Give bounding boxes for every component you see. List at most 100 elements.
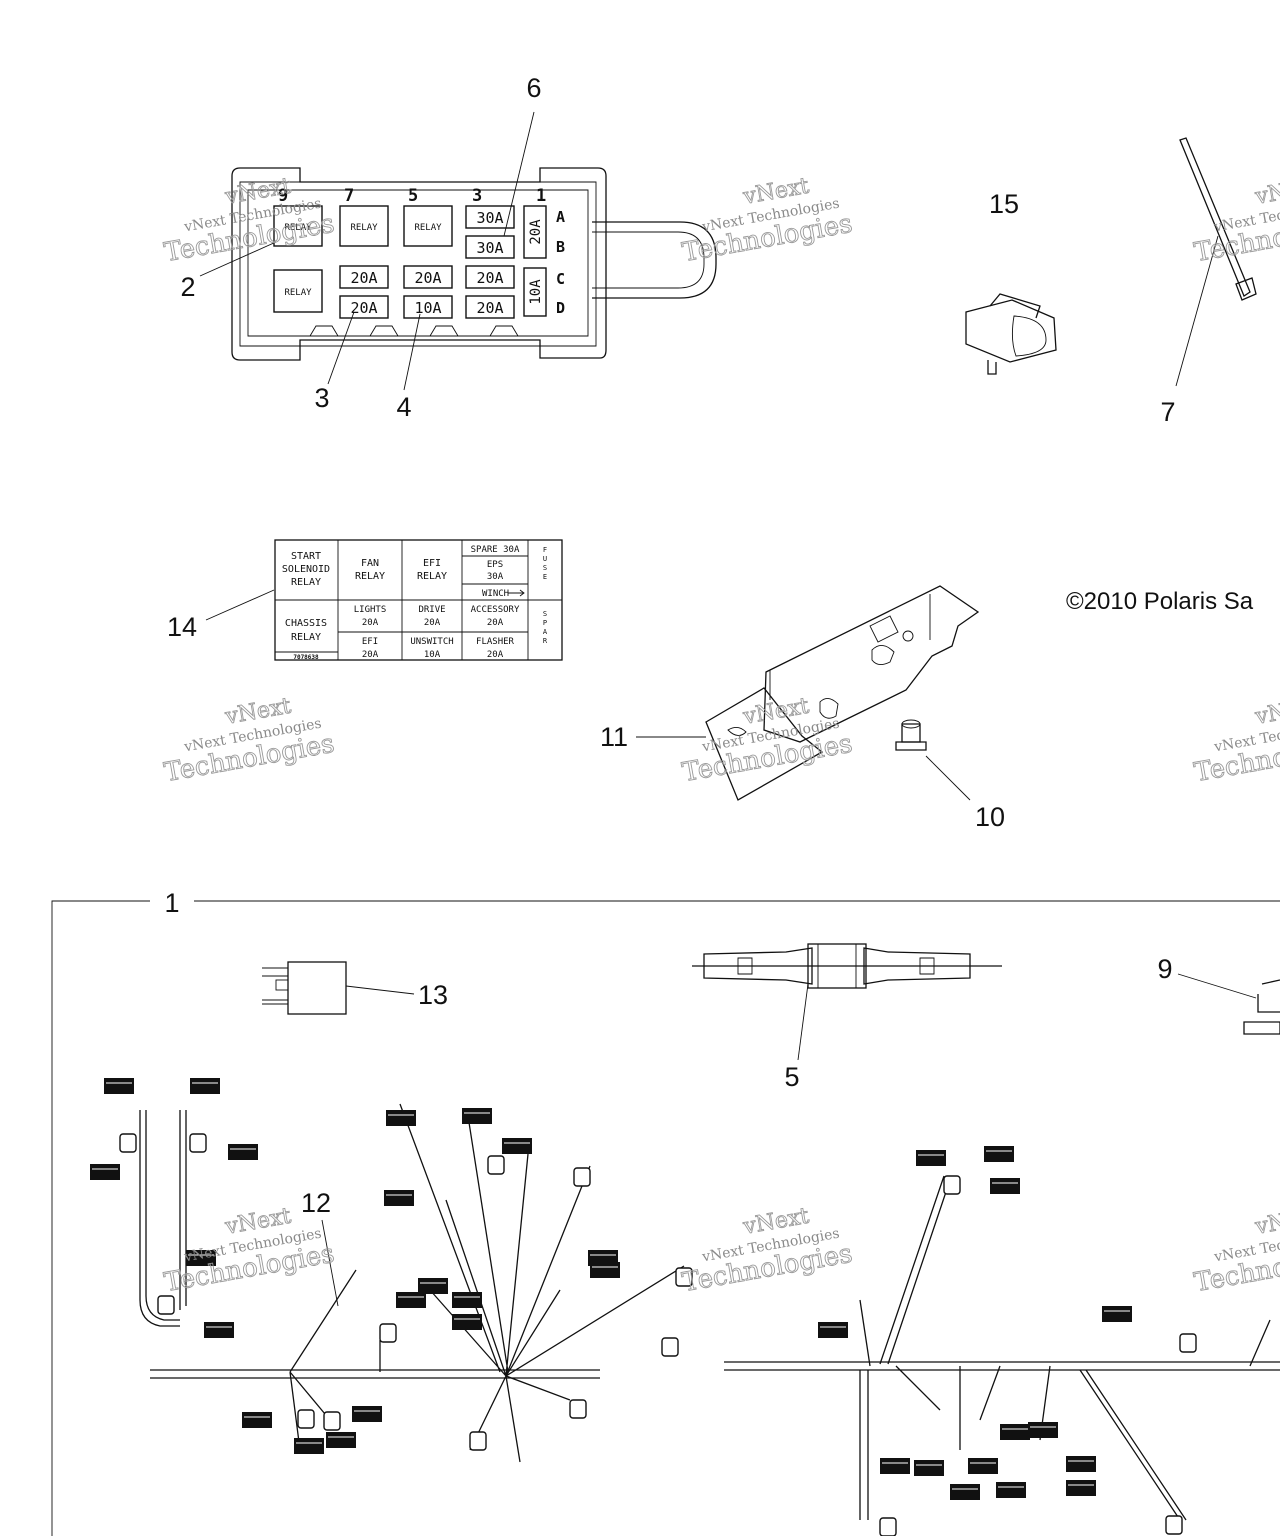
- legend-winch: WINCH: [482, 589, 509, 599]
- legend-start-2: SOLENOID: [282, 564, 330, 575]
- legend-efi-1: EFI: [423, 558, 441, 569]
- callout-3: 3: [314, 383, 329, 413]
- top-number-1: 1: [536, 186, 546, 206]
- leader-6: [503, 111, 535, 237]
- harness-connector-tag: [880, 1458, 910, 1474]
- relay-label-3: RELAY: [414, 223, 442, 233]
- legend-unswitch-1: UNSWITCH: [410, 637, 453, 647]
- fuse-c1-label: 20A: [350, 269, 377, 287]
- harness-connector-tag: [916, 1150, 946, 1166]
- harness-connector-tag: [452, 1314, 482, 1330]
- fuse-d2: [403, 295, 453, 319]
- legend-efi-fuse-2: 20A: [362, 650, 379, 660]
- harness-connector: [119, 1133, 137, 1153]
- fuse-a-label: 30A: [476, 209, 503, 227]
- cable-tie-7: [1175, 137, 1257, 387]
- relay-label-1: RELAY: [284, 223, 312, 233]
- leader-5: [797, 983, 809, 1061]
- callout-13: 13: [418, 980, 448, 1010]
- fuse-a: [465, 205, 515, 229]
- callout-1: 1: [164, 888, 179, 918]
- svg-text:vNext: vNext: [1253, 174, 1280, 210]
- top-number-9: 9: [278, 186, 288, 206]
- fuse-holder-5: [692, 943, 1002, 1061]
- fuse-b-label: 30A: [476, 239, 503, 257]
- harness-connector-tag: [90, 1164, 120, 1180]
- legend-accessory-1: ACCESSORY: [471, 605, 520, 615]
- callout-6: 6: [526, 73, 541, 103]
- harness-connector-tag: [1066, 1480, 1096, 1496]
- callout-10: 10: [975, 802, 1005, 832]
- legend-lights-1: LIGHTS: [354, 605, 387, 615]
- fuse-d1: [339, 295, 389, 319]
- bracket-11: [636, 585, 980, 801]
- leader-9: [1177, 973, 1257, 999]
- top-number-3: 3: [472, 186, 482, 206]
- harness-connector-tag: [990, 1178, 1020, 1194]
- harness-connector: [469, 1431, 487, 1451]
- leader-13: [345, 985, 415, 995]
- legend-eps-1: EPS: [487, 560, 503, 570]
- legend-unswitch-2: 10A: [424, 650, 441, 660]
- harness-connector-tag: [984, 1146, 1014, 1162]
- harness-connector-tag: [418, 1278, 448, 1294]
- harness-connector: [157, 1295, 175, 1315]
- fuse-d2-label: 10A: [414, 299, 441, 317]
- callout-numbers: 1 2 3 4 5 6 7 9 10 11 12 13 14 15: [164, 73, 1175, 1218]
- fuse-d3-label: 20A: [476, 299, 503, 317]
- harness-connector: [573, 1167, 591, 1187]
- harness-connector: [379, 1323, 397, 1343]
- harness-connector-tag: [968, 1458, 998, 1474]
- fuse-box-top-numbers: 9 7 5 3 1: [278, 186, 546, 206]
- callout-5: 5: [784, 1062, 799, 1092]
- harness-connector-tag: [396, 1292, 426, 1308]
- relay-slot-3: [403, 205, 453, 247]
- legend-accessory-2: 20A: [487, 618, 504, 628]
- relay-slot-4: [273, 269, 323, 313]
- fuse-d1-label: 20A: [350, 299, 377, 317]
- harness-connector-tag: [996, 1482, 1026, 1498]
- leader-2: [199, 241, 277, 277]
- legend-drive-1: DRIVE: [418, 605, 445, 615]
- leader-12: [321, 1219, 339, 1307]
- fuse-legend-label: START SOLENOID RELAY FAN RELAY EFI RELAY…: [205, 539, 563, 661]
- row-letter-d: D: [556, 299, 565, 317]
- harness-connector: [487, 1155, 505, 1175]
- callout-9: 9: [1157, 954, 1172, 984]
- harness-connector-tag: [294, 1438, 324, 1454]
- harness-connector-tag: [326, 1432, 356, 1448]
- fuse-c3: [465, 265, 515, 289]
- leader-3: [327, 311, 355, 385]
- harness-connector: [569, 1399, 587, 1419]
- leader-14: [205, 589, 275, 621]
- svg-text:vNext: vNext: [1253, 694, 1280, 730]
- fuse-d3: [465, 295, 515, 319]
- fuse-b: [465, 235, 515, 259]
- svg-text:vNext: vNext: [1253, 1204, 1280, 1240]
- legend-drive-2: 20A: [424, 618, 441, 628]
- harness-connector-tag: [352, 1406, 382, 1422]
- harness-connector: [879, 1517, 897, 1536]
- row-letter-a: A: [556, 208, 565, 226]
- harness-frame: [51, 900, 1280, 1536]
- harness-connector: [1165, 1515, 1183, 1535]
- wire-harness-12: [90, 1078, 1280, 1536]
- harness-connector-tag: [104, 1078, 134, 1094]
- top-number-7: 7: [344, 186, 354, 206]
- legend-efi-2: RELAY: [417, 571, 447, 582]
- legend-flasher-1: FLASHER: [476, 637, 515, 647]
- connector-15: [965, 293, 1057, 375]
- fuse-box: 9 7 5 3 1 RELAY RELAY RELAY RELAY 30A 30…: [199, 111, 717, 391]
- legend-flasher-2: 20A: [487, 650, 504, 660]
- legend-fan-2: RELAY: [355, 571, 385, 582]
- legend-efi-fuse-1: EFI: [362, 637, 378, 647]
- harness-connector-tag: [228, 1144, 258, 1160]
- relay-13: [262, 961, 415, 1015]
- harness-connector: [297, 1409, 315, 1429]
- legend-eps-2: 30A: [487, 572, 504, 582]
